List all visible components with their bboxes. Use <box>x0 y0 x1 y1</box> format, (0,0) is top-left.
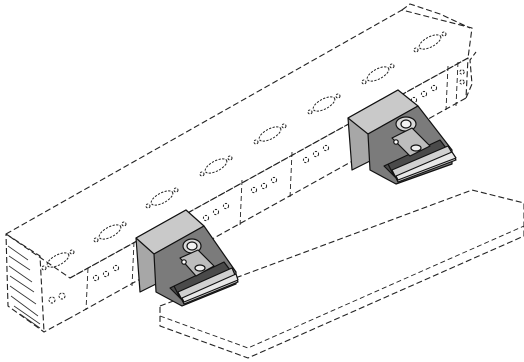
base-plate <box>159 189 524 359</box>
clamp-bracket-right <box>347 89 457 185</box>
beam <box>5 3 477 333</box>
beam-front-holes <box>48 69 465 304</box>
clamp-lever <box>179 249 215 277</box>
clamp-bracket-left <box>135 209 239 307</box>
beam-slots <box>41 31 447 271</box>
